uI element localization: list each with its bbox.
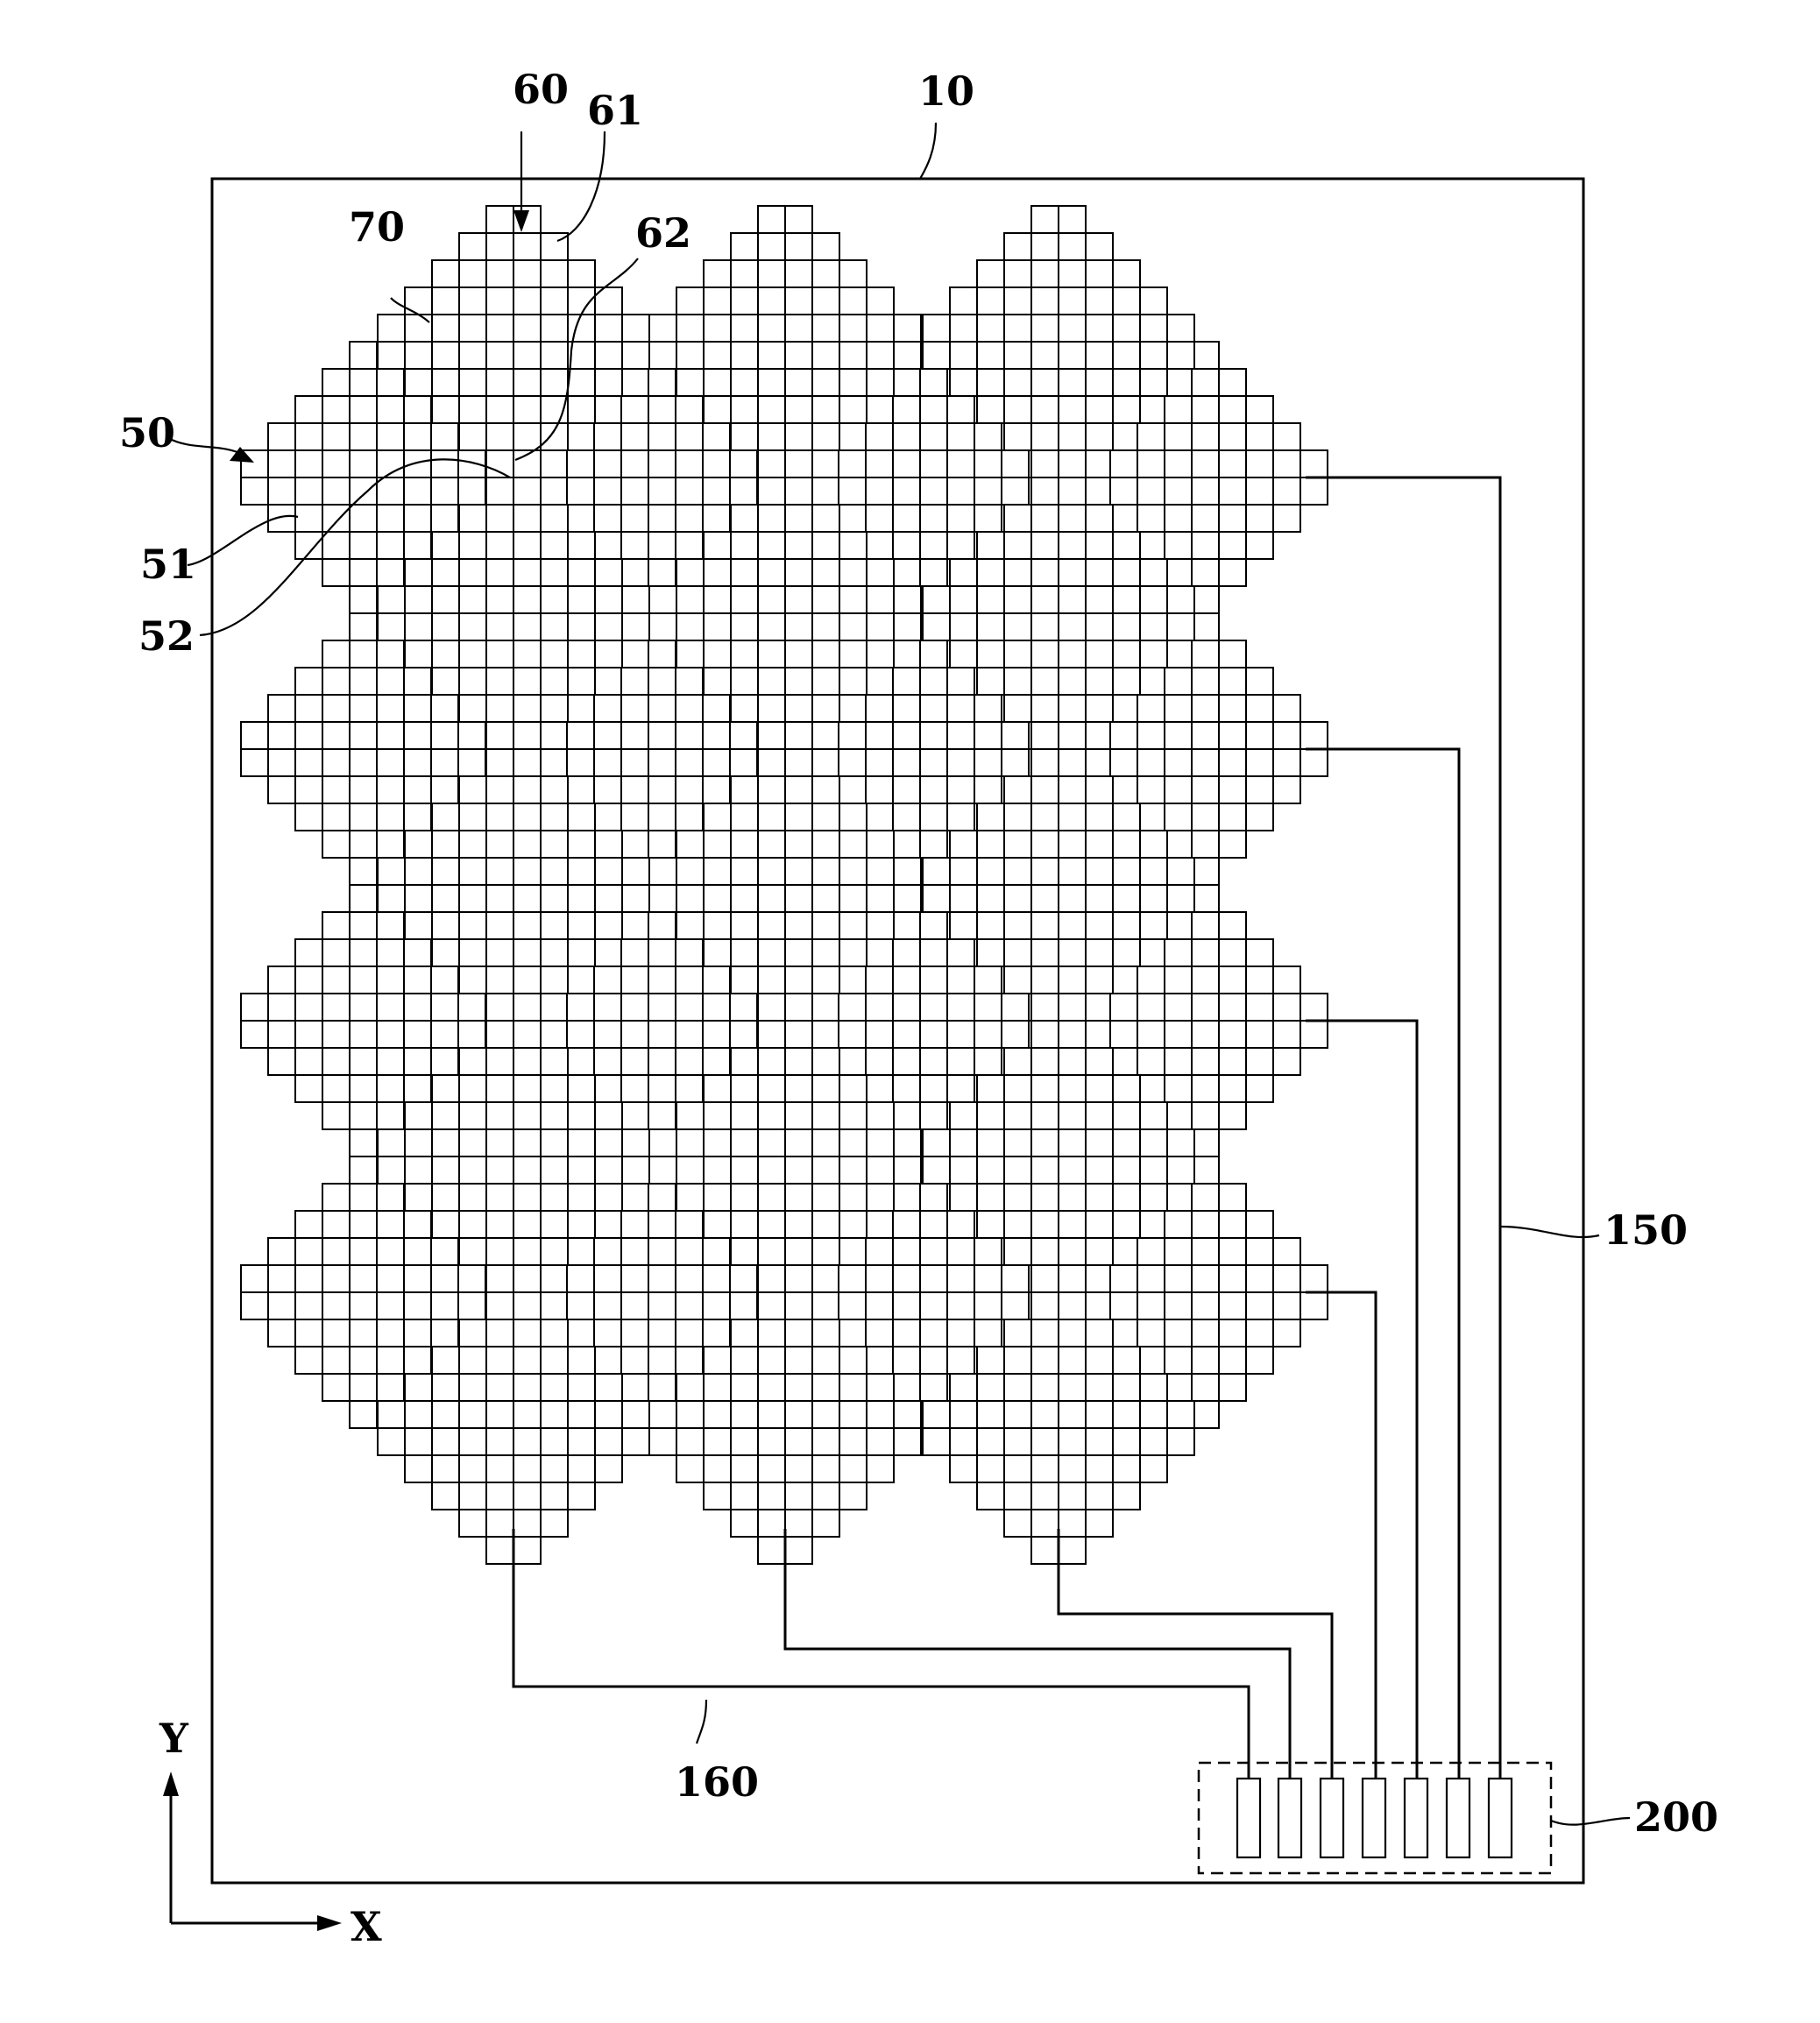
electrode-mesh xyxy=(241,206,1328,1564)
label-cell-61: 61 xyxy=(587,87,643,134)
label-lines-160: 160 xyxy=(675,1758,759,1806)
label-connector-52: 52 xyxy=(138,612,195,660)
label-electrode-50: 50 xyxy=(119,409,175,456)
label-electrode-60: 60 xyxy=(513,66,569,113)
label-substrate-10: 10 xyxy=(918,67,974,115)
axis-y-label: Y xyxy=(159,1715,189,1762)
axis-indicator xyxy=(163,1772,342,1931)
pad-terminals xyxy=(1237,1779,1512,1857)
label-pad-200: 200 xyxy=(1634,1793,1718,1841)
label-insulator-70: 70 xyxy=(349,203,405,251)
axis-x-label: X xyxy=(351,1903,382,1950)
label-cell-51: 51 xyxy=(140,541,196,588)
second-routing-lines xyxy=(513,1529,1332,1779)
label-connector-62: 62 xyxy=(635,209,691,257)
first-routing-lines xyxy=(1306,477,1500,1779)
label-lines-150: 150 xyxy=(1604,1206,1688,1254)
